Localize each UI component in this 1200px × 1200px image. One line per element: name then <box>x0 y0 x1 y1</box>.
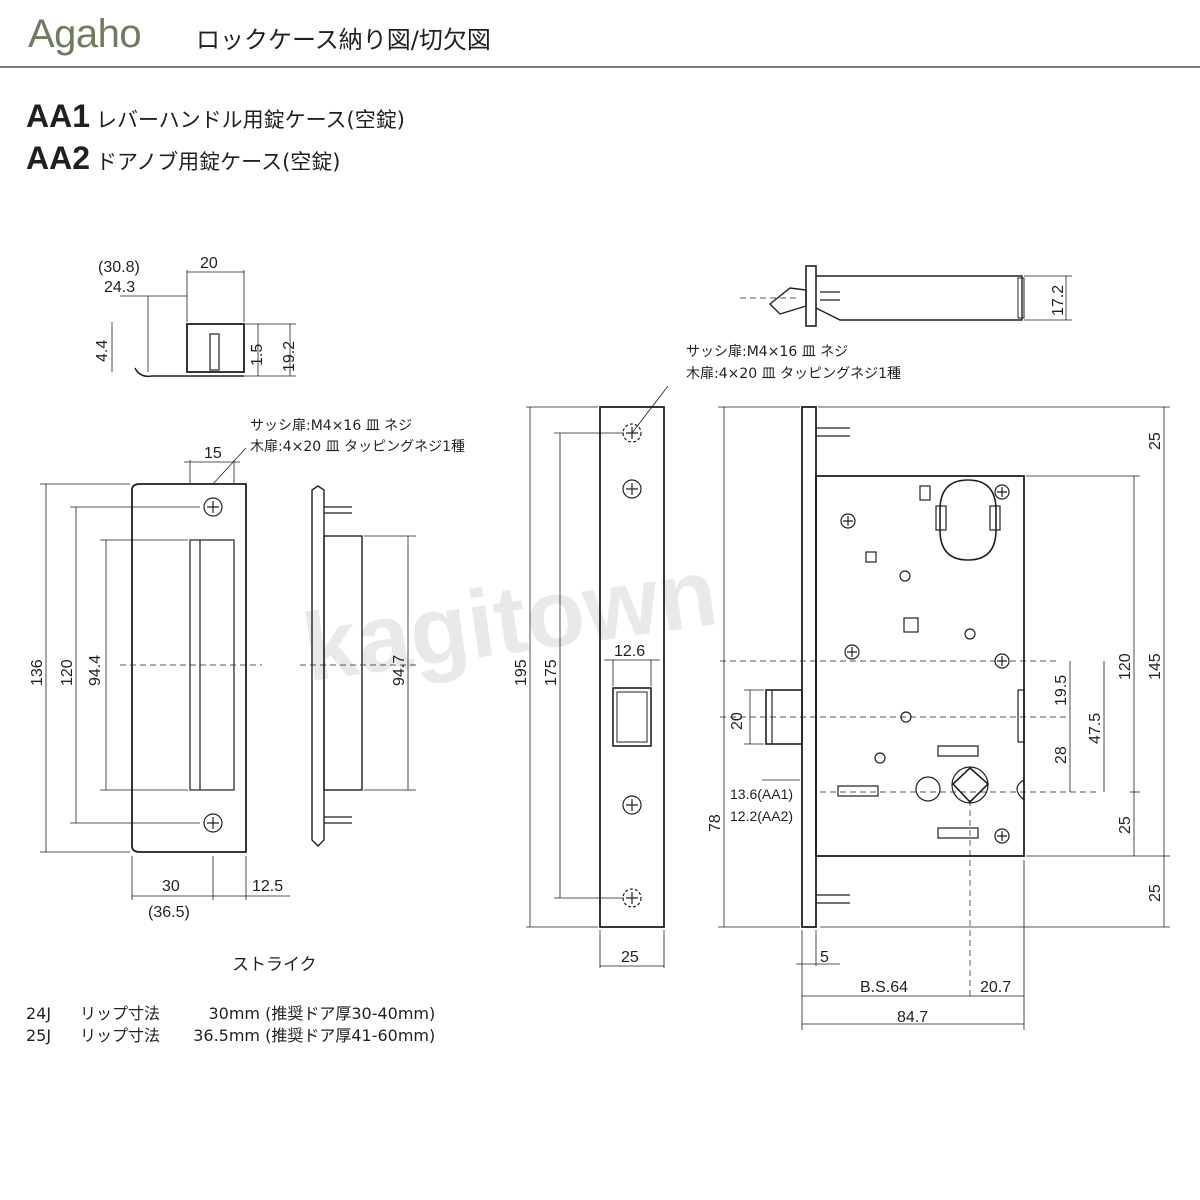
dim-label: 47.5 <box>1087 713 1104 744</box>
dim-label: 15 <box>204 445 222 462</box>
dim-label: 20 <box>200 255 218 272</box>
header-divider <box>0 66 1200 68</box>
dim-label: 78 <box>707 814 724 832</box>
dim-label: 5 <box>820 949 829 966</box>
dim-label: 19.5 <box>1053 675 1070 706</box>
brand-logo: Agaho <box>28 12 142 56</box>
dim-label: 136 <box>29 659 46 686</box>
dim-label: 25 <box>1147 432 1164 450</box>
dim-label: 20.7 <box>980 979 1011 996</box>
dim-label: 94.7 <box>391 655 408 686</box>
spec-label: リップ寸法 <box>80 1026 161 1045</box>
dim-label: 195 <box>513 659 530 686</box>
dim-label: (36.5) <box>148 904 190 921</box>
strike-front-view: 15 136 120 94.4 30 12.5 (36.5) ストライク <box>29 445 317 975</box>
screw-note-line2: 木扉:4×20 皿 タッピングネジ1種 <box>250 439 465 455</box>
dim-label: 120 <box>1117 653 1134 680</box>
strike-top-view: 20 (30.8) 24.3 4.4 1.5 19.2 <box>94 255 298 378</box>
spec-value: 30mm <box>208 1004 260 1023</box>
dim-label: (30.8) <box>98 259 140 276</box>
dim-label: 12.6 <box>614 643 645 660</box>
spec-row: 24J リップ寸法 30mm (推奨ドア厚30-40mm) <box>26 1000 435 1024</box>
product-code: AA1 <box>26 98 91 134</box>
page-title: ロックケース納り図/切欠図 <box>196 26 491 54</box>
dim-label: 30 <box>162 878 180 895</box>
dim-label: 19.2 <box>281 341 298 372</box>
product-name: ドアノブ用錠ケース(空錠) <box>96 150 341 174</box>
spec-row: 25J リップ寸法 36.5mm (推奨ドア厚41-60mm) <box>26 1022 435 1046</box>
dim-label: 24.3 <box>104 279 135 296</box>
dim-label: 25 <box>1117 816 1134 834</box>
dim-label: 17.2 <box>1050 285 1067 316</box>
spec-value: 36.5mm <box>193 1026 260 1045</box>
dim-label: 20 <box>729 712 746 730</box>
faceplate-front-view: 195 175 12.6 25 <box>513 385 669 968</box>
dim-label: 12.2(AA2) <box>730 808 793 824</box>
strike-side-view: 94.7 <box>300 485 420 847</box>
lockcase-front-view: 25 120 145 19.5 47.5 28 25 25 20 78 13.6… <box>707 406 1170 1030</box>
dim-label: 4.4 <box>94 340 111 362</box>
dim-label: 145 <box>1147 653 1164 680</box>
dim-label: 25 <box>621 949 639 966</box>
product-code: AA2 <box>26 140 91 176</box>
dim-label: 13.6(AA1) <box>730 786 793 802</box>
spec-note: (推奨ドア厚41-60mm) <box>265 1026 436 1045</box>
dim-label: 175 <box>543 659 560 686</box>
watermark: kagitown <box>297 538 724 702</box>
screw-note-line2: 木扉:4×20 皿 タッピングネジ1種 <box>686 366 901 382</box>
dim-label: 84.7 <box>897 1009 928 1026</box>
spec-model: 25J <box>26 1026 52 1045</box>
spec-label: リップ寸法 <box>80 1004 161 1023</box>
spec-note: (推奨ドア厚30-40mm) <box>265 1004 436 1023</box>
lockcase-top-view: 17.2 <box>740 265 1072 327</box>
dim-label: 25 <box>1147 884 1164 902</box>
screw-note-line1: サッシ扉:M4×16 皿 ネジ <box>250 418 412 434</box>
dim-label: 120 <box>59 659 76 686</box>
dim-label: 1.5 <box>249 344 266 366</box>
strike-caption: ストライク <box>232 955 317 975</box>
screw-note-line1: サッシ扉:M4×16 皿 ネジ <box>686 344 848 360</box>
dim-label: 94.4 <box>87 655 104 686</box>
product-name: レバーハンドル用錠ケース(空錠) <box>96 108 405 132</box>
dim-label: 12.5 <box>252 878 283 895</box>
dim-label: B.S.64 <box>860 979 908 996</box>
spec-model: 24J <box>26 1004 52 1023</box>
dim-label: 28 <box>1053 746 1070 764</box>
